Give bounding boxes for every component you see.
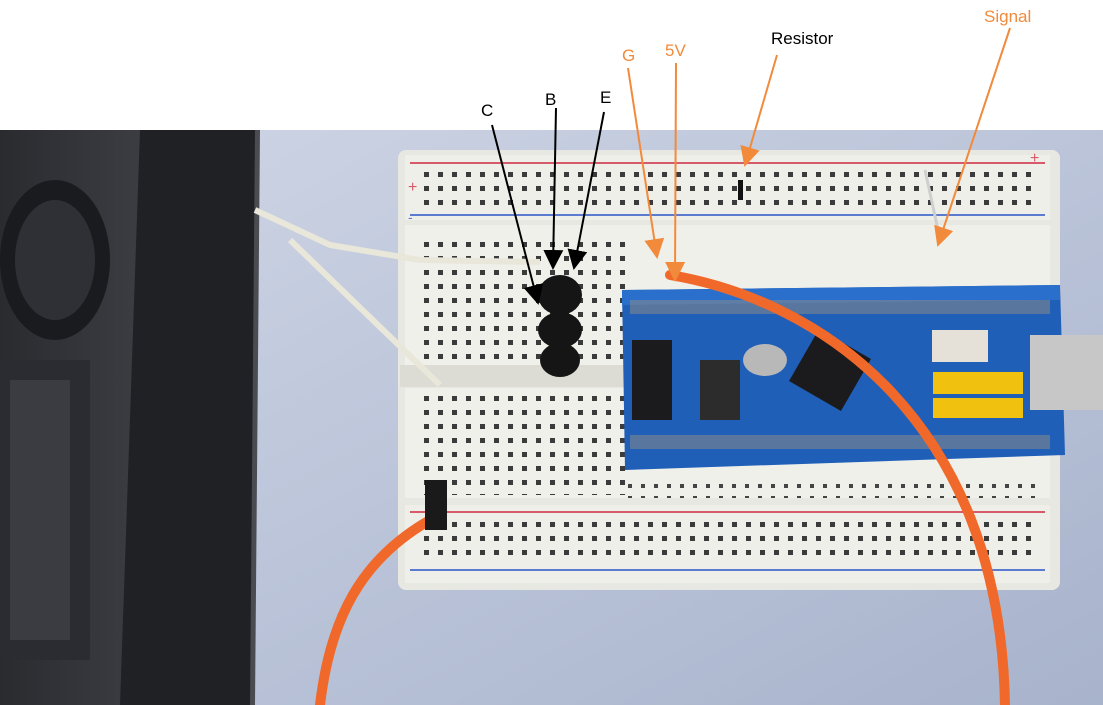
label-signal: Signal <box>984 7 1032 26</box>
resistor-body <box>738 180 743 200</box>
label-5v: 5V <box>665 41 686 60</box>
wires <box>253 169 1010 705</box>
label-resistor: Resistor <box>771 29 834 48</box>
stm32-board <box>622 285 1103 470</box>
enclosure <box>0 130 260 705</box>
svg-text:+: + <box>408 179 417 196</box>
label-g: G <box>622 46 636 65</box>
label-e: E <box>600 88 612 107</box>
transistors <box>538 275 582 377</box>
svg-text:-: - <box>408 209 413 225</box>
svg-text:+: + <box>1030 150 1039 167</box>
label-b: B <box>545 90 557 109</box>
label-c: C <box>481 101 494 120</box>
